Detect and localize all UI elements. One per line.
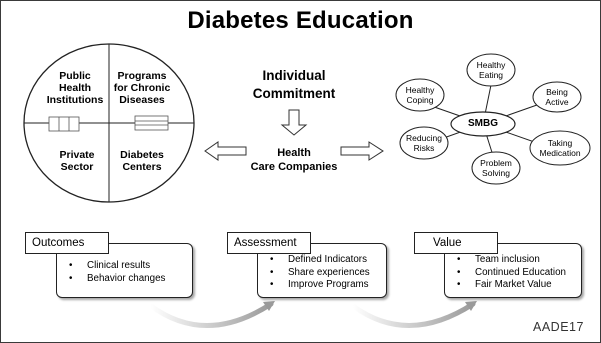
step-assessment-label: Assessment (227, 232, 311, 254)
node-being-active (532, 81, 582, 113)
node-line: Active (545, 97, 569, 107)
right-arrow-icon (340, 141, 384, 161)
node-line: Healthy (405, 85, 435, 95)
list-item: Behavior changes (57, 273, 192, 286)
node-line: Reducing (406, 133, 442, 143)
node-line: Risks (413, 143, 435, 153)
node-label-being-active: Being Active (533, 87, 581, 107)
node-line: Taking (547, 138, 573, 148)
left-connector-icon (48, 116, 80, 132)
page-title: Diabetes Education (187, 7, 414, 34)
node-line: Being (546, 87, 568, 97)
node-healthy-eating (466, 53, 516, 87)
flow-arrow-1 (148, 301, 274, 328)
node-line: Coping (406, 95, 434, 105)
flow-arrow-1-head (263, 301, 275, 311)
step-assessment-list: Defined Indicators Share experiences Imp… (258, 254, 386, 292)
node-problem-solving (471, 151, 521, 185)
node-reducing-risks (399, 126, 449, 160)
list-item: Share experiences (258, 267, 386, 280)
node-label-reducing-risks: Reducing Risks (400, 133, 448, 153)
commitment-line: Individual (262, 68, 326, 83)
left-arrow-icon (204, 141, 247, 161)
quadrant-chronic-programs: Programs for Chronic Diseases (111, 70, 173, 106)
list-item: Team inclusion (445, 254, 581, 267)
node-line: Eating (478, 70, 504, 80)
quadrant-line: Institutions (46, 94, 104, 106)
node-label-problem-solving: Problem Solving (472, 158, 520, 178)
quadrant-line: Centers (122, 161, 162, 173)
flow-arrow-2 (350, 301, 476, 328)
step-value-label: Value (414, 232, 498, 254)
quadrant-line: Private (59, 149, 95, 161)
companies-line: Care Companies (250, 161, 338, 173)
node-line: Problem (480, 158, 512, 168)
flow-arrow-2-head (465, 301, 477, 311)
node-line: Healthy (476, 60, 506, 70)
list-item: Defined Indicators (258, 254, 386, 267)
health-care-companies-label: Health Care Companies (239, 146, 349, 174)
list-item: Fair Market Value (445, 279, 581, 292)
quadrant-line: Public (59, 70, 91, 82)
node-line: Solving (482, 168, 510, 178)
quadrant-line: for Chronic (113, 82, 171, 94)
node-line: Medication (539, 148, 581, 158)
node-taking-medication (529, 130, 591, 166)
node-healthy-coping (395, 78, 445, 112)
quadrant-private-sector: Private Sector (49, 149, 105, 173)
smbg-hub-label: SMBG (468, 118, 498, 129)
quadrant-line: Health (58, 82, 92, 94)
quadrant-diabetes-centers: Diabetes Centers (115, 149, 169, 173)
smbg-hub (450, 111, 516, 137)
list-item: Continued Education (445, 267, 581, 280)
node-label-healthy-coping: Healthy Coping (396, 85, 444, 105)
list-item: Clinical results (57, 260, 192, 273)
quadrant-line: Diseases (119, 94, 165, 106)
aade-logo: AADE17 (533, 320, 584, 334)
quadrant-line: Diabetes (120, 149, 164, 161)
commitment-line: Commitment (252, 86, 336, 101)
step-value-list: Team inclusion Continued Education Fair … (445, 254, 581, 292)
step-outcomes-label: Outcomes (25, 232, 109, 254)
individual-commitment-label: Individual Commitment (234, 67, 354, 103)
companies-line: Health (277, 147, 311, 159)
node-label-healthy-eating: Healthy Eating (467, 60, 515, 80)
list-item: Improve Programs (258, 279, 386, 292)
quadrant-line: Programs (117, 70, 167, 82)
right-connector-icon (134, 115, 169, 131)
step-assessment-box: Defined Indicators Share experiences Imp… (257, 243, 387, 298)
step-outcomes-list: Clinical results Behavior changes (57, 260, 192, 285)
node-label-taking-medication: Taking Medication (530, 138, 590, 158)
down-arrow-icon (280, 109, 308, 136)
quadrant-line: Sector (60, 161, 94, 173)
quadrant-public-health: Public Health Institutions (45, 70, 105, 106)
